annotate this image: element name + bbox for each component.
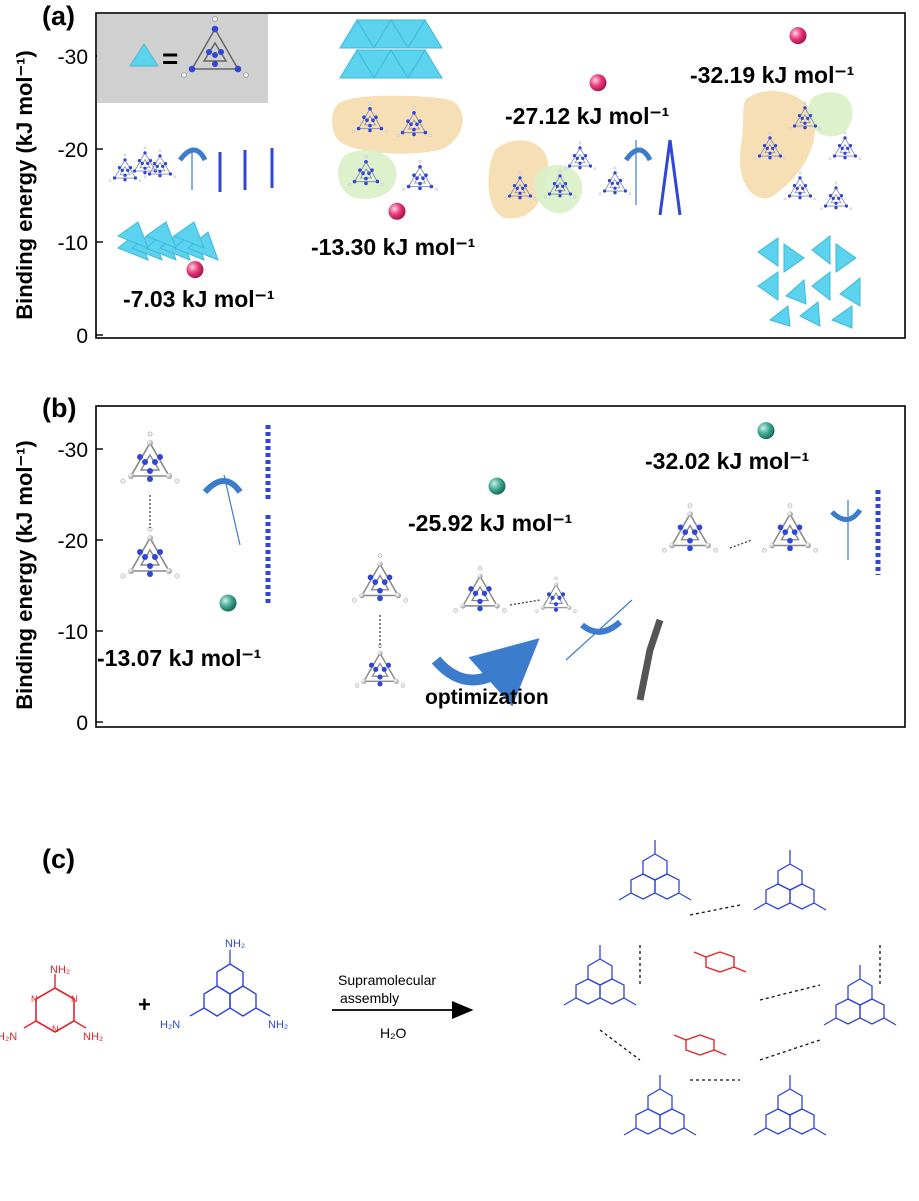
data-point [789,27,807,45]
rotate-axis-b1 [223,474,241,546]
panel-c-label: (c) [42,844,75,874]
rotate-axis-b2 [565,599,633,661]
highlight-orange-1 [332,95,463,154]
panel-c: (c) NH₂ NH₂ H₂N N N N + NH₂ NH₂ H₂N [0,840,897,1136]
data-point [589,74,607,92]
melem-structure: NH₂ NH₂ H₂N [160,938,288,1031]
legend-box [97,14,268,103]
highlight-green-2 [534,164,583,214]
y-tick-label: -10 [58,621,88,644]
triangle-stack-right [757,234,861,329]
svg-text:N: N [31,994,38,1004]
melem-molecule-icon [181,16,249,78]
supramolecular-assembly-structure [563,840,897,1136]
rotate-icon-a2 [623,147,653,162]
triangle-legend-icon [129,43,159,67]
highlight-orange-2 [488,140,549,219]
data-label: -13.30 kJ mol⁻¹ [311,234,475,260]
reaction-solvent: H₂O [380,1025,407,1041]
side-view-molecule [658,139,682,216]
svg-text:NH₂: NH₂ [268,1019,288,1031]
optimization-label: optimization [425,686,549,709]
data-point [757,422,775,440]
highlight-green-1 [338,150,397,199]
panel-a-yaxis: 0 -10 -20 -30 [58,46,103,348]
panel-b-molecules [120,425,881,701]
data-label: -7.03 kJ mol⁻¹ [123,286,274,312]
triangle-stack-top [339,19,443,79]
legend-equals: = [162,43,178,74]
panel-a-frame [95,12,906,339]
y-tick-label: -10 [58,232,88,255]
rotate-icon-b2 [580,619,623,635]
panel-a-ylabel: Binding energy (kJ mol⁻¹) [12,50,37,320]
svg-text:H₂N: H₂N [160,1019,180,1031]
panel-a-molecule-clusters [108,101,862,216]
y-tick-label: -30 [58,46,88,69]
data-point [186,261,204,279]
reaction-plus: + [138,992,151,1017]
reaction-condition-1: Supramolecular [338,972,436,988]
svg-text:NH₂: NH₂ [225,938,245,950]
y-tick-label: -20 [58,139,88,162]
panel-b-label: (b) [42,393,76,423]
y-tick-label: 0 [76,325,88,348]
panel-a-points: -7.03 kJ mol⁻¹ -13.30 kJ mol⁻¹ -27.12 kJ m… [123,27,854,312]
svg-text:N: N [52,1024,59,1034]
reaction-condition-2: assembly [340,990,399,1006]
svg-text:NH₂: NH₂ [83,1031,103,1043]
highlight-green-3 [807,92,853,137]
svg-text:NH₂: NH₂ [50,964,70,976]
panel-b-frame [95,405,906,728]
triangle-stack-bottom-left [116,221,219,261]
rotate-icon-b1 [202,478,243,495]
optimization-arrow-icon [431,638,540,707]
melamine-structure: NH₂ NH₂ H₂N N N N [0,964,103,1043]
data-label: -32.19 kJ mol⁻¹ [690,62,854,88]
svg-text:H₂N: H₂N [0,1031,17,1043]
highlight-orange-3 [739,90,816,199]
y-tick-label: -20 [58,530,88,553]
panel-b-yaxis: 0 -10 -20 -30 [58,439,103,735]
panel-b-ylabel: Binding energy (kJ mol⁻¹) [12,440,37,710]
data-label: -25.92 kJ mol⁻¹ [408,510,572,536]
data-point [388,202,406,220]
data-label: -32.02 kJ mol⁻¹ [645,448,809,474]
panel-b-points: -13.07 kJ mol⁻¹ -25.92 kJ mol⁻¹ -32.02 kJ … [97,422,809,671]
rotate-icon-b3 [830,508,863,522]
panel-a-label: (a) [42,1,75,31]
data-point [488,477,506,495]
data-label: -27.12 kJ mol⁻¹ [505,103,669,129]
y-tick-label: 0 [76,712,88,735]
data-label: -13.07 kJ mol⁻¹ [97,645,261,671]
data-point [219,594,237,612]
panel-b: (b) Binding energy (kJ mol⁻¹) 0 -10 -20 -30… [12,393,906,735]
panel-a: (a) Binding energy (kJ mol⁻¹) 0 -10 -20 -30… [12,1,906,348]
svg-text:N: N [71,994,78,1004]
rotate-icon-a1 [178,147,208,162]
y-tick-label: -30 [58,439,88,462]
